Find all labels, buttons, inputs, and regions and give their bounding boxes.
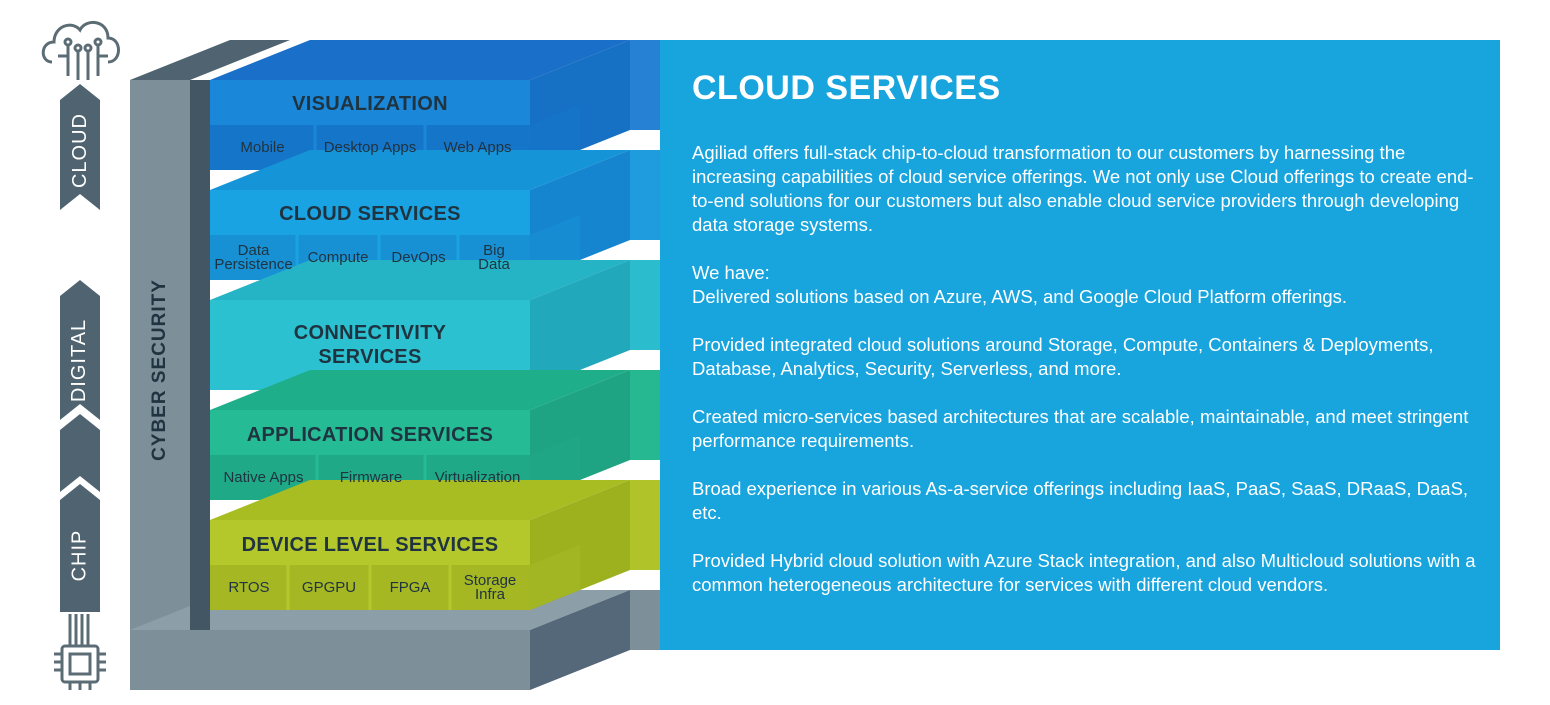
layer-title-visualization: VISUALIZATION (292, 93, 448, 115)
chip-to-cloud-arrow: CLOUD DIGITAL CHIP (0, 0, 130, 700)
frame-bottom-edge (630, 590, 660, 650)
layer-title-device-level: DEVICE LEVEL SERVICES (241, 534, 499, 556)
experience-item-hybrid-cloud: Provided Hybrid cloud solution with Azur… (692, 550, 1476, 595)
cell-gpgpu: GPGPU (301, 578, 357, 596)
frame-top (130, 40, 290, 80)
layer-device-level-shape (210, 480, 660, 610)
cell-rtos: RTOS (228, 578, 270, 596)
experience-item-delivered: Delivered solutions based on Azure, AWS,… (692, 286, 1348, 307)
cell-desktop-apps: Desktop Apps (323, 138, 417, 156)
cell-native-apps: Native Apps (223, 468, 304, 486)
layer-title-connectivity: CONNECTIVITY SERVICES (293, 322, 447, 368)
arrow-shape (60, 84, 100, 612)
panel-title: CLOUD SERVICES (692, 69, 1001, 107)
cloud-circuit-icon (41, 21, 120, 80)
intro-paragraph: Agiliad offers full-stack chip-to-cloud … (692, 142, 1474, 235)
we-have-heading: We have: (692, 262, 770, 283)
frame-bottom-side (530, 590, 630, 690)
cell-storage-infra: Storage Infra (463, 571, 517, 603)
cell-data-persistence: Data Persistence (214, 241, 293, 273)
cell-web-apps: Web Apps (443, 138, 512, 156)
layer-application-shape (210, 370, 660, 500)
cell-mobile: Mobile (240, 138, 285, 156)
cell-devops: DevOps (391, 248, 446, 266)
microchip-icon (54, 614, 106, 690)
frame-bottom (130, 630, 530, 690)
experience-item-integrated: Provided integrated cloud solutions arou… (692, 334, 1434, 379)
cell-virtualization: Virtualization (434, 468, 521, 486)
cyber-security-label: CYBER SECURITY (149, 279, 170, 461)
info-panel: CLOUD SERVICES Agiliad offers full-stack… (660, 40, 1500, 650)
cell-big-data: Big Data (478, 241, 510, 273)
cell-firmware: Firmware (339, 468, 403, 486)
frame-inner (190, 80, 210, 630)
cell-compute: Compute (307, 248, 369, 266)
layer-title-application: APPLICATION SERVICES (246, 424, 494, 446)
experience-item-as-a-service: Broad experience in various As-a-service… (692, 478, 1469, 523)
layer-title-cloud-services: CLOUD SERVICES (279, 203, 461, 225)
cell-fpga: FPGA (389, 578, 431, 596)
experience-list: We have: Delivered solutions based on Az… (692, 261, 1480, 309)
experience-item-microservices: Created micro-services based architectur… (692, 406, 1469, 451)
frame-left (130, 80, 190, 690)
